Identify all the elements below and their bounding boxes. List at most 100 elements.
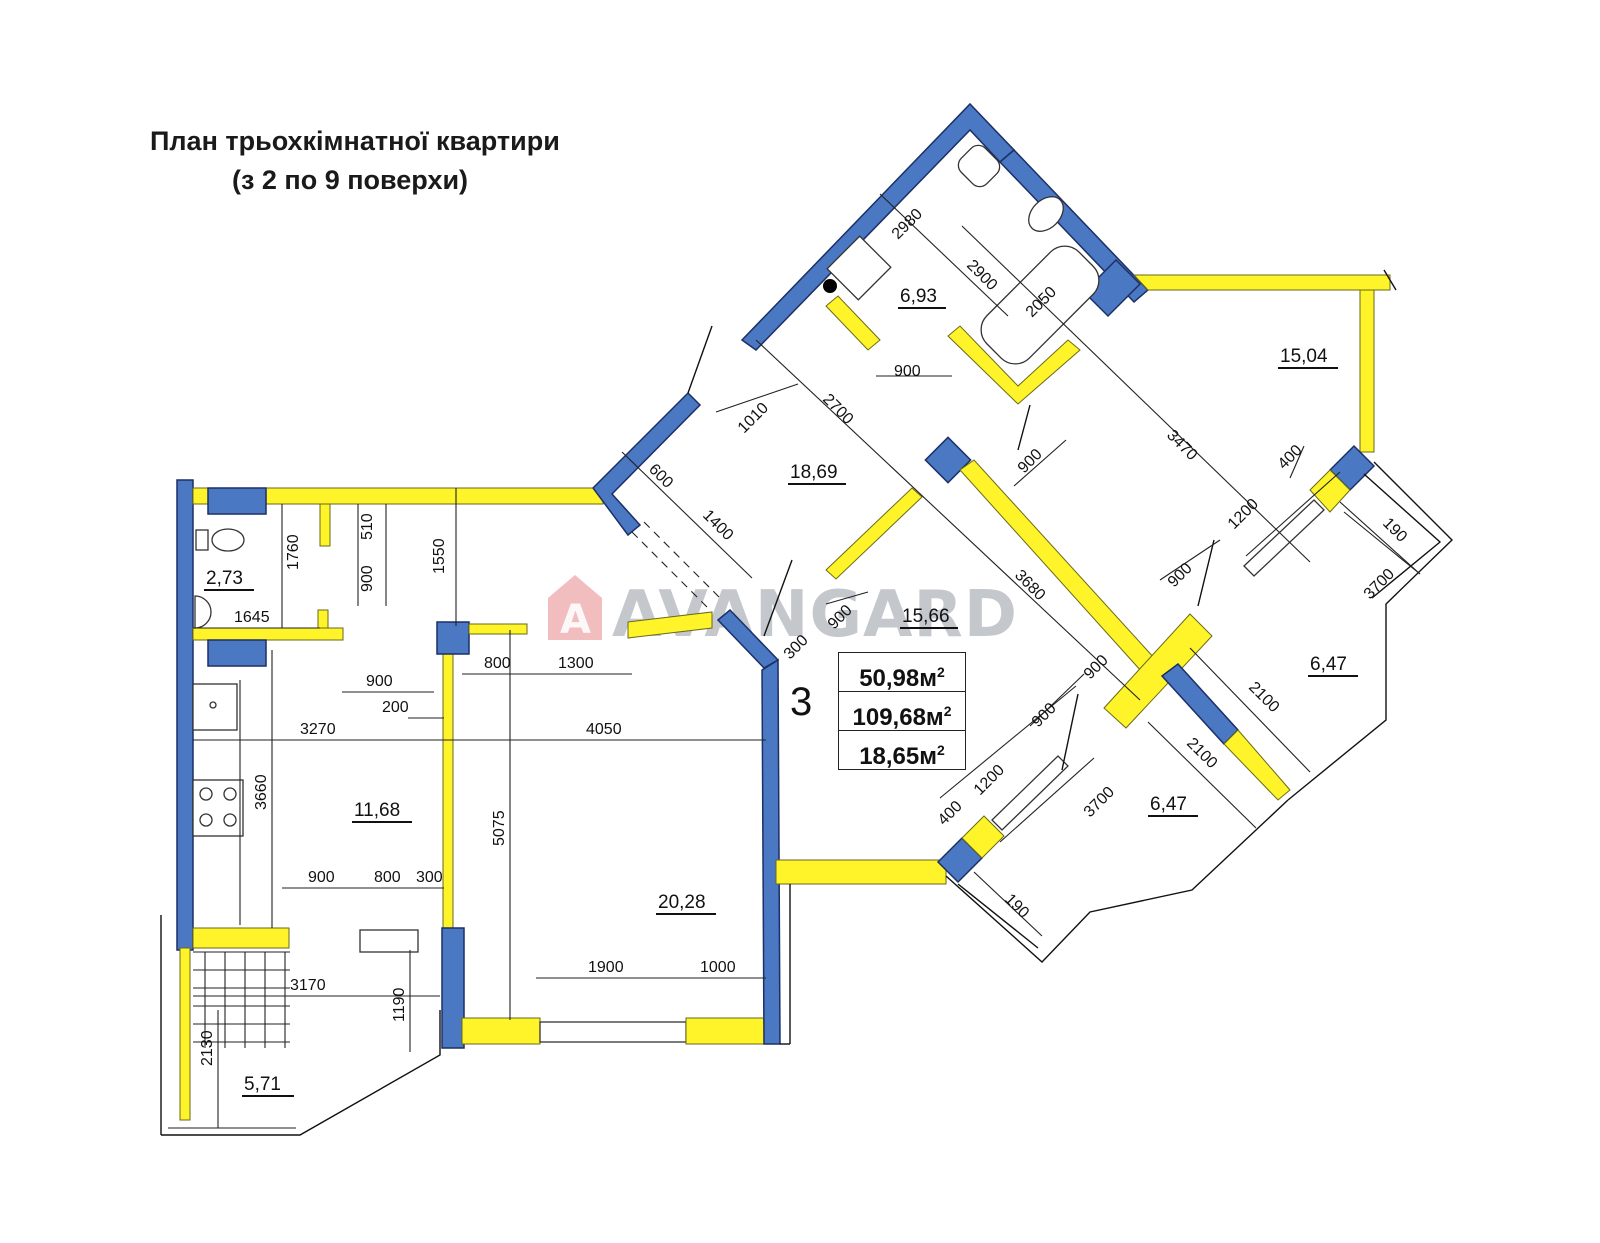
dim-label: 2130 [199, 1030, 216, 1066]
burner-icon [199, 813, 213, 827]
unit-superscript: 2 [937, 742, 945, 758]
living-bottom-wall-1 [461, 1017, 541, 1045]
bath-bottom-wall [192, 627, 344, 641]
dimension-labels: 1760 510 900 1550 1645 900 200 800 1300 … [199, 206, 1410, 1066]
corridor-lower-wall [1223, 729, 1291, 801]
bathtub-icon [980, 245, 1100, 365]
title-line-1: План трьохкімнатної квартири [150, 126, 560, 156]
living-left-wall [441, 927, 465, 1049]
dim-label: 1200 [971, 762, 1008, 799]
hall-left-wall [592, 391, 702, 537]
bath-door-wall-2 [947, 325, 1081, 405]
dim-label: 3270 [300, 721, 336, 738]
dim-label: 2900 [963, 257, 1000, 294]
balcony-right-outline-bottom [945, 799, 1289, 963]
door-swing-line [687, 325, 713, 394]
middle-bottom-wall [775, 859, 947, 885]
apartment-number: 3 [790, 680, 813, 724]
dim-label: 3660 [253, 774, 270, 810]
burner-icon [199, 787, 213, 801]
dim-label: 400 [1275, 442, 1306, 473]
stove-icon [192, 779, 244, 837]
dim-label: 5075 [491, 810, 508, 846]
room-area-label: 15,04 [1280, 346, 1328, 367]
balcony-right-outline-bottom-inner [957, 883, 1039, 949]
toilet-icon [211, 528, 245, 552]
title-line-2: (з 2 по 9 поверхи) [232, 165, 469, 196]
balcony-tiles [193, 951, 290, 1048]
room-area-label: 11,68 [354, 800, 400, 821]
dim-label: 2980 [889, 206, 926, 243]
dim-label: 300 [416, 869, 443, 886]
balcony-left-rail [179, 947, 191, 1121]
door-swing-line-5 [1197, 539, 1215, 607]
wash-basin-icon [194, 595, 212, 629]
total-area-value: 109,68м [852, 704, 944, 731]
watermark-logo-letter: A [560, 597, 591, 643]
plan-title: План трьохкімнатної квартири (з 2 по 9 п… [150, 122, 670, 200]
dim-label: 3170 [290, 977, 326, 994]
bedroom-right-wall [1359, 289, 1375, 453]
dim-label: 2100 [1183, 735, 1220, 772]
dim-label: 1010 [735, 400, 772, 437]
burner-icon [223, 813, 237, 827]
dim-label: 900 [1081, 652, 1112, 683]
dim-label: 900 [308, 869, 335, 886]
dim-label: 3470 [1163, 427, 1200, 464]
living-area-row: 50,98м2 [839, 653, 965, 692]
column-2 [924, 436, 972, 484]
unit-superscript: 2 [937, 664, 945, 680]
balcony-right-outline-top-inner [1363, 473, 1442, 599]
dim-label: 900 [1165, 560, 1196, 591]
kitchen-living-partition [442, 629, 454, 937]
door-swing-line-2 [763, 559, 793, 637]
radiator-2-icon [207, 639, 267, 667]
watermark-logo-icon [548, 575, 602, 640]
room-area-label: 6,47 [1310, 654, 1347, 675]
hall-wall-stub [468, 623, 528, 635]
dim-label: 1645 [234, 609, 270, 626]
room-area-label: 5,71 [244, 1074, 281, 1095]
watermark-text: AVANGARD [612, 578, 1018, 652]
balcony-outline [160, 915, 441, 1136]
dim-label: 800 [484, 655, 511, 672]
room-area-label: 6,93 [900, 286, 937, 307]
dim-label: 1000 [700, 959, 736, 976]
door-jamb [359, 929, 419, 953]
stand-pipe-icon [823, 279, 837, 293]
shower-tray-icon [826, 235, 892, 301]
dim-label: 600 [645, 461, 676, 492]
bath-partition-1 [319, 503, 331, 547]
watermark: A AVANGARD [548, 575, 1018, 652]
balcony-right-window-top [1243, 499, 1325, 577]
dim-label: 1200 [1225, 496, 1262, 533]
sink-drain-icon [209, 701, 217, 709]
dim-label: 1190 [391, 987, 408, 1022]
dimension-lines [193, 193, 1421, 1128]
dim-label: 400 [935, 798, 966, 829]
bath-door-wall-1 [825, 295, 881, 351]
corridor-cross-wall [1103, 613, 1213, 729]
corridor-blue-segment [1160, 662, 1240, 746]
unit-superscript: 2 [943, 703, 952, 719]
door-swing-line-4 [1061, 693, 1079, 771]
dim-label: 200 [382, 699, 409, 716]
dim-label: 900 [359, 565, 376, 592]
living-bottom-wall-2 [685, 1017, 767, 1045]
room-area-label: 20,28 [658, 892, 706, 913]
dim-label: 510 [359, 513, 376, 540]
living-area-value: 50,98м [859, 665, 937, 692]
room-areas: 2,73 11,68 5,71 20,28 18,69 15,66 6,93 1… [204, 286, 1358, 1097]
dim-label: 1400 [699, 507, 736, 544]
hall-dashed-line [643, 521, 721, 599]
hall-door-wall [627, 611, 713, 639]
outline-corner [1383, 269, 1397, 291]
dim-label: 900 [1015, 446, 1046, 477]
balcony-right-wall-top [1309, 469, 1351, 513]
radiator-1-icon [207, 487, 267, 515]
dim-label: 1300 [558, 655, 594, 672]
dim-label: 900 [366, 673, 393, 690]
room-area-label: 15,66 [902, 606, 950, 627]
corridor-wall-1 [825, 487, 923, 580]
